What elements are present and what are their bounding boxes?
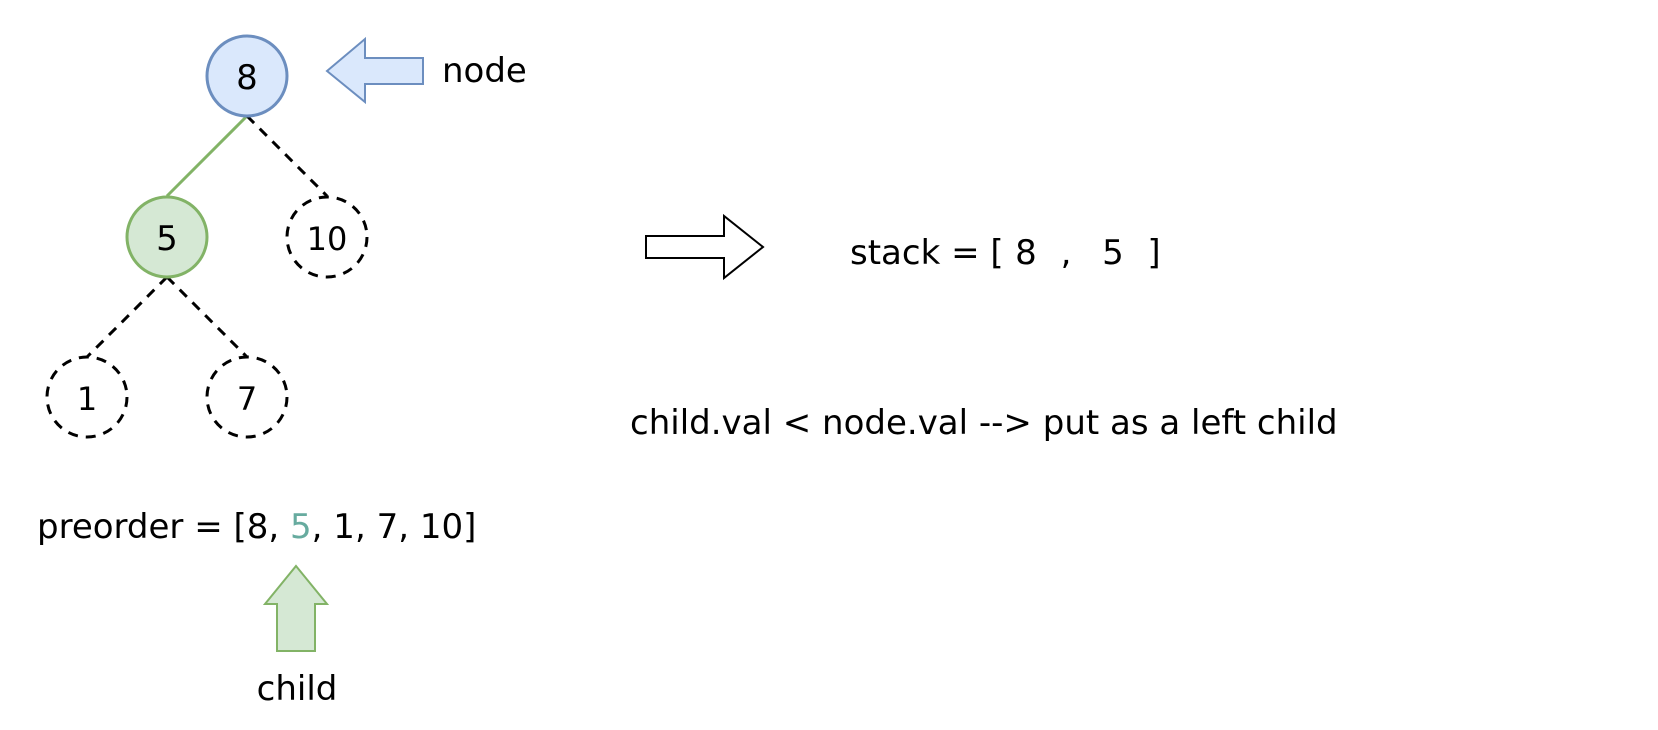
preorder-item: 8 xyxy=(247,507,269,547)
rule-text: child.val < node.val --> put as a left c… xyxy=(630,403,1338,443)
stack-item: 8 xyxy=(1015,233,1037,273)
tree-node-left-left: 1 xyxy=(45,355,129,439)
node-value: 10 xyxy=(307,220,348,258)
preorder-item: 10 xyxy=(420,507,463,547)
node-pointer-arrow-icon xyxy=(325,36,424,105)
transition-arrow-icon xyxy=(645,213,765,281)
stack-separator: , xyxy=(1061,233,1072,273)
stack-prefix: stack = [ xyxy=(850,233,1004,273)
node-pointer-label: node xyxy=(442,51,527,91)
edge-8-5 xyxy=(165,114,249,198)
preorder-separator: , xyxy=(355,507,377,547)
node-circle xyxy=(125,195,209,279)
node-value: 8 xyxy=(236,58,258,98)
preorder-item: 1 xyxy=(333,507,355,547)
preorder-sequence: preorder = [8, 5, 1, 7, 10] xyxy=(37,507,476,547)
node-circle xyxy=(285,195,369,279)
preorder-item: 7 xyxy=(377,507,399,547)
child-pointer-arrow-icon xyxy=(262,564,330,652)
preorder-separator: , xyxy=(268,507,290,547)
node-value: 7 xyxy=(237,380,257,418)
node-value: 5 xyxy=(156,219,178,259)
tree-node-root: 8 xyxy=(205,34,289,118)
edge-5-1 xyxy=(85,275,169,359)
node-circle xyxy=(205,34,289,118)
node-circle xyxy=(205,355,289,439)
node-value: 1 xyxy=(77,380,97,418)
tree-node-right: 10 xyxy=(285,195,369,279)
child-pointer-label: child xyxy=(257,669,338,709)
preorder-separator: , xyxy=(398,507,420,547)
node-circle xyxy=(45,355,129,439)
stack-item: 5 xyxy=(1102,233,1124,273)
preorder-item-current: 5 xyxy=(290,507,312,547)
preorder-suffix: ] xyxy=(463,507,476,547)
preorder-separator: , xyxy=(312,507,334,547)
tree-node-left: 5 xyxy=(125,195,209,279)
tree-node-left-right: 7 xyxy=(205,355,289,439)
preorder-prefix: preorder = [ xyxy=(37,507,247,547)
stack-suffix: ] xyxy=(1147,233,1160,273)
edge-5-7 xyxy=(165,275,249,359)
edge-8-10 xyxy=(245,114,329,198)
